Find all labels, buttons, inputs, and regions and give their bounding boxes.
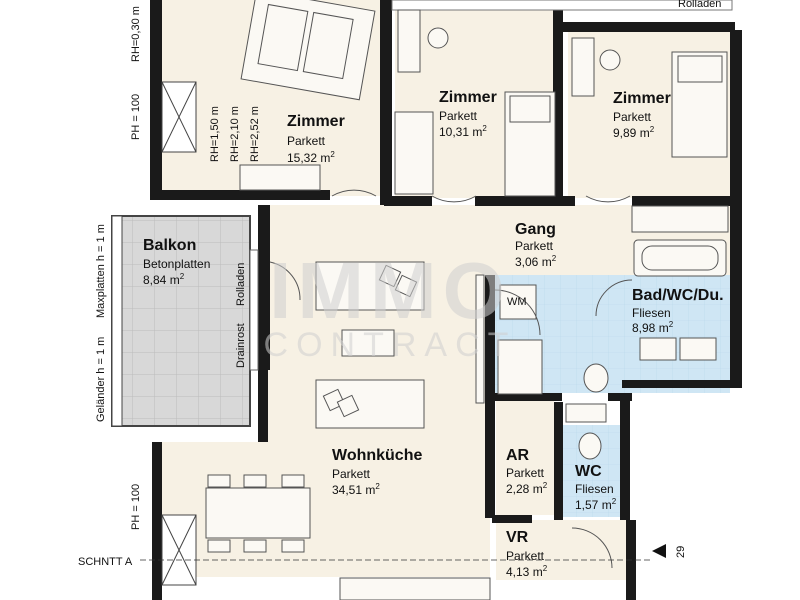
rh-252-label: RH=2,52 m [249, 106, 261, 162]
watermark-line2: CONTRACT [264, 326, 517, 364]
zimmer2-material: Parkett [439, 109, 478, 123]
bath-sink-2 [679, 337, 717, 361]
watermark-line1: IMMO [269, 246, 511, 335]
wohnkueche-material: Parkett [332, 467, 371, 481]
balkon-name: Balkon [143, 237, 196, 254]
doors [269, 189, 633, 569]
side-annotations: RH=0,30 m PH = 100 RH=1,50 m RH=2,10 m R… [78, 0, 721, 568]
dining-table [205, 487, 311, 539]
ph-100-bottom-label: PH = 100 [130, 484, 142, 530]
vr-floor [496, 520, 626, 580]
zimmer3-area: 9,89 m2 [613, 125, 655, 140]
chair-zimmer2 [427, 27, 449, 49]
gang-material: Parkett [515, 239, 554, 253]
rh-210-label: RH=2,10 m [229, 106, 241, 162]
kitchen-counter [339, 577, 491, 600]
gang-name: Gang [515, 221, 556, 238]
ar-area: 2,28 m2 [506, 481, 548, 496]
tv-board [475, 274, 485, 404]
wc-area: 1,57 m2 [575, 497, 617, 512]
vr-area: 4,13 m2 [506, 564, 548, 579]
rh-150-label: RH=1,50 m [209, 106, 221, 162]
vr-material: Parkett [506, 549, 545, 563]
bad-area: 8,98 m2 [632, 320, 674, 335]
wc-material: Fliesen [575, 482, 614, 496]
balkon-area: 8,84 m2 [143, 272, 185, 287]
balkon-rail [111, 215, 123, 427]
dresser-zimmer1 [239, 164, 321, 191]
wc-sink [565, 403, 607, 423]
maxplatten-label: Maxplatten h = 1 m [95, 224, 107, 318]
walls [150, 0, 742, 600]
rolladen-side-label: Rolladen [235, 263, 247, 306]
wardrobe-gang [631, 205, 729, 233]
sofa-upper [315, 261, 425, 311]
wc-toilet [578, 432, 602, 460]
ph-100-top-label: PH = 100 [130, 94, 142, 140]
wohnkueche-name: Wohnküche [332, 447, 422, 464]
shower [497, 339, 543, 395]
zimmer2-area: 10,31 m2 [439, 124, 487, 139]
zimmer3-material: Parkett [613, 110, 652, 124]
wohnkueche-area: 34,51 m2 [332, 482, 380, 497]
gang-area: 3,06 m2 [515, 254, 557, 269]
vr-name: VR [506, 529, 529, 546]
desk-zimmer2 [397, 9, 421, 73]
rolladen-top-label: Rolladen [678, 0, 721, 10]
zimmer3-name: Zimmer [613, 90, 671, 107]
wc-name: WC [575, 463, 602, 480]
balkon-floor [112, 216, 250, 426]
furniture [205, 0, 729, 600]
wardrobe-zimmer2 [394, 111, 434, 195]
room-labels: Zimmer Parkett 15,32 m2 Zimmer Parkett 1… [143, 89, 724, 579]
bath-sink [639, 337, 677, 361]
gang-floor [488, 205, 630, 275]
zimmer1-name: Zimmer [287, 113, 345, 130]
top-window-band [391, 0, 733, 11]
coffee-table [341, 329, 395, 357]
desk-zimmer3 [571, 37, 595, 97]
wm-label: WM [507, 296, 527, 308]
zimmer1-material: Parkett [287, 134, 326, 148]
gelaender-label: Geländer h = 1 m [95, 337, 107, 422]
ar-name: AR [506, 447, 530, 464]
schnitt-label: SCHNTT A [78, 556, 133, 568]
section-number: 29 [675, 546, 687, 558]
rh-030-label: RH=0,30 m [130, 6, 142, 62]
ar-floor [496, 400, 554, 515]
bath-toilet [583, 363, 609, 393]
section-arrow-icon [652, 544, 666, 558]
ar-material: Parkett [506, 466, 545, 480]
drainrost-label: Drainrost [235, 323, 247, 368]
balkon-material: Betonplatten [143, 257, 210, 271]
zimmer2-name: Zimmer [439, 89, 497, 106]
chair-zimmer3 [599, 49, 621, 71]
bad-material: Fliesen [632, 306, 671, 320]
drainrost [249, 249, 259, 371]
zimmer1-area: 15,32 m2 [287, 150, 335, 165]
washing-machine [499, 284, 537, 320]
bad-name: Bad/WC/Du. [632, 287, 724, 304]
left-windows [161, 81, 197, 586]
